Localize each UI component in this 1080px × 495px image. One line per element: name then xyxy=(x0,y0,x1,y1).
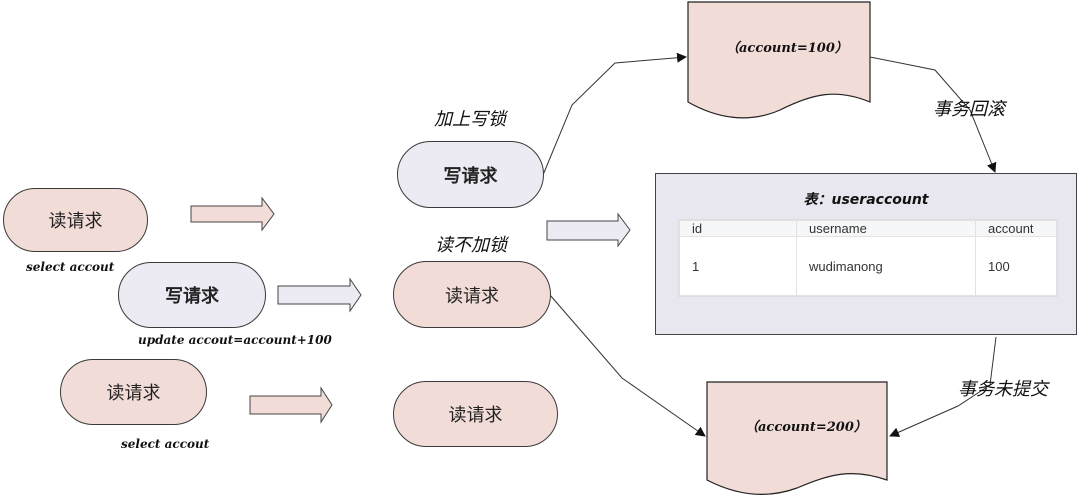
read-request-middle-bottom: 读请求 xyxy=(393,381,558,447)
read-request-label: 读请求 xyxy=(106,383,161,404)
table-header-row: id username account xyxy=(679,220,1057,237)
read-request-label: 读请求 xyxy=(48,211,103,232)
block-arrow-3 xyxy=(249,386,333,424)
cell-username: wudimanong xyxy=(796,236,976,296)
no-lock-label: 读不加锁 xyxy=(435,235,507,256)
read-request-label: 读请求 xyxy=(448,405,503,426)
write-request-label: 写请求 xyxy=(443,165,498,187)
doc-top-text: （account=100） xyxy=(726,41,848,56)
column-header-account: account xyxy=(975,220,1057,237)
document-shape-top xyxy=(687,1,871,119)
rollback-label: 事务回滚 xyxy=(933,99,1005,120)
column-header-username: username xyxy=(796,220,976,237)
column-header-id: id xyxy=(679,220,797,237)
connector-read-to-doc xyxy=(549,294,706,437)
table-title: 表：useraccount xyxy=(803,192,929,208)
write-request-middle: 写请求 xyxy=(397,141,544,208)
cell-account: 100 xyxy=(975,236,1057,296)
connector-doc-to-table xyxy=(869,56,997,173)
useraccount-table: id username account 1 wudimanong 100 xyxy=(679,220,1057,296)
select-caption-top: select accout xyxy=(26,260,115,274)
update-caption: update accout=account+100 xyxy=(138,333,332,347)
uncommitted-label: 事务未提交 xyxy=(958,379,1048,400)
write-request-label: 写请求 xyxy=(165,286,219,307)
document-shape-bottom xyxy=(706,381,888,495)
table-row: 1 wudimanong 100 xyxy=(679,236,1057,296)
read-request-label: 读请求 xyxy=(445,285,499,307)
write-request-left: 写请求 xyxy=(118,262,266,328)
read-request-middle-top: 读请求 xyxy=(393,261,551,328)
block-arrow-4 xyxy=(546,212,631,248)
cell-id: 1 xyxy=(679,236,797,296)
read-request-left-top: 读请求 xyxy=(3,188,148,252)
table-panel: 表：useraccount id username account 1 wudi… xyxy=(655,173,1077,335)
write-lock-label: 加上写锁 xyxy=(434,109,506,130)
block-arrow-1 xyxy=(190,196,275,232)
connector-write-to-doc xyxy=(542,52,687,176)
read-request-left-bottom: 读请求 xyxy=(60,359,207,425)
select-caption-bottom: select accout xyxy=(121,437,210,451)
connector-table-to-doc xyxy=(889,336,997,437)
doc-bottom-text: （account=200） xyxy=(745,420,867,435)
table-box: id username account 1 wudimanong 100 xyxy=(678,219,1058,297)
block-arrow-2 xyxy=(277,277,362,313)
